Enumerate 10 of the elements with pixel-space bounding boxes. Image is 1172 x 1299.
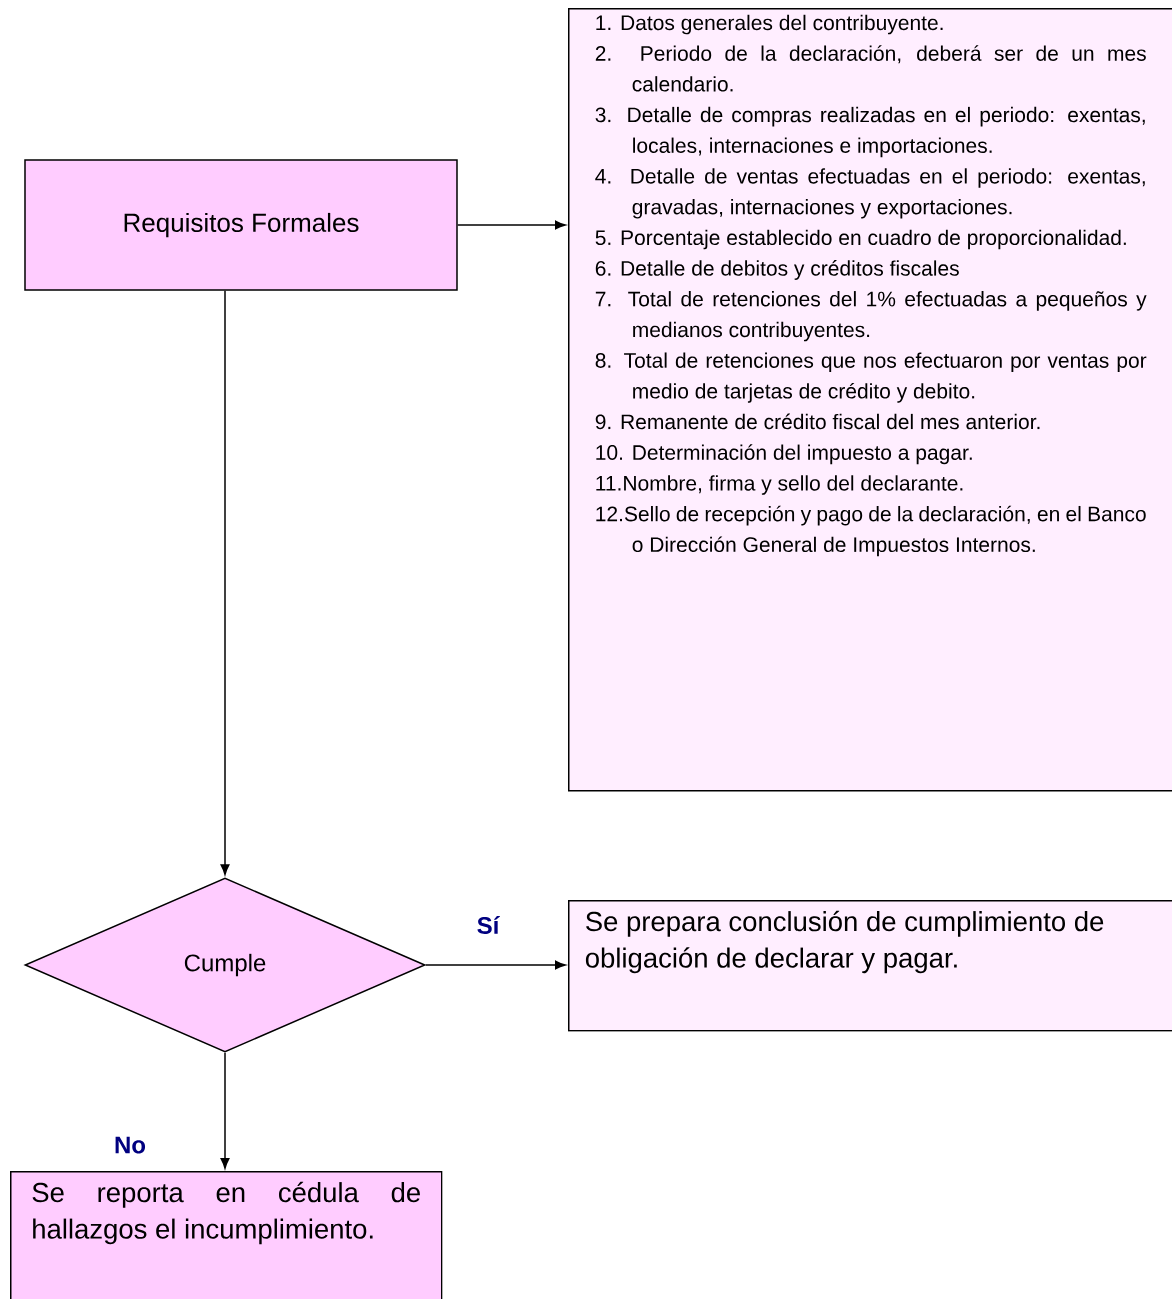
arrow	[425, 960, 566, 970]
arrow	[220, 1052, 230, 1169]
result-box: Se reporta en cédula de hallazgos el incumplimiento.	[10, 1171, 443, 1299]
edge-label: No	[115, 1136, 146, 1154]
edge-label: Sí	[477, 916, 500, 934]
result-box: Se prepara conclusión de cumplimiento de obligación de declarar y pagar.	[568, 900, 1172, 1032]
process-box: Requisitos Formales	[24, 159, 458, 291]
arrow	[457, 220, 566, 230]
arrow	[220, 290, 230, 875]
requirements-box: 1. Datos generales del contribuyente. 2. Periodo de la declaración, deberá ser de un mes calendario. 3. Detalle de compras realizadas en el periodo: exentas, locales, internaciones e importaciones. 4. Detalle de ventas efectuadas en el periodo: exentas, gravadas, internaciones y exportaciones. 5. Porcentaje establecido en cuadro de proporcionalidad. 6. Detalle de debitos y créditos fiscales 7. Total de retenciones del 1% efectuadas a pequeños y medianos contribuyentes. 8. Total de retenciones que nos efectuaron por ventas por medio de tarjetas de crédito y debito. 9. Remanente de crédito fiscal del mes anterior. 10. Determinación del impuesto a pagar. 11.Nombre, firma y sello del declarante. 12.Sello de recepción y pago de la declaración, en el Banco o Dirección General de Impuestos Internos.	[568, 8, 1172, 792]
